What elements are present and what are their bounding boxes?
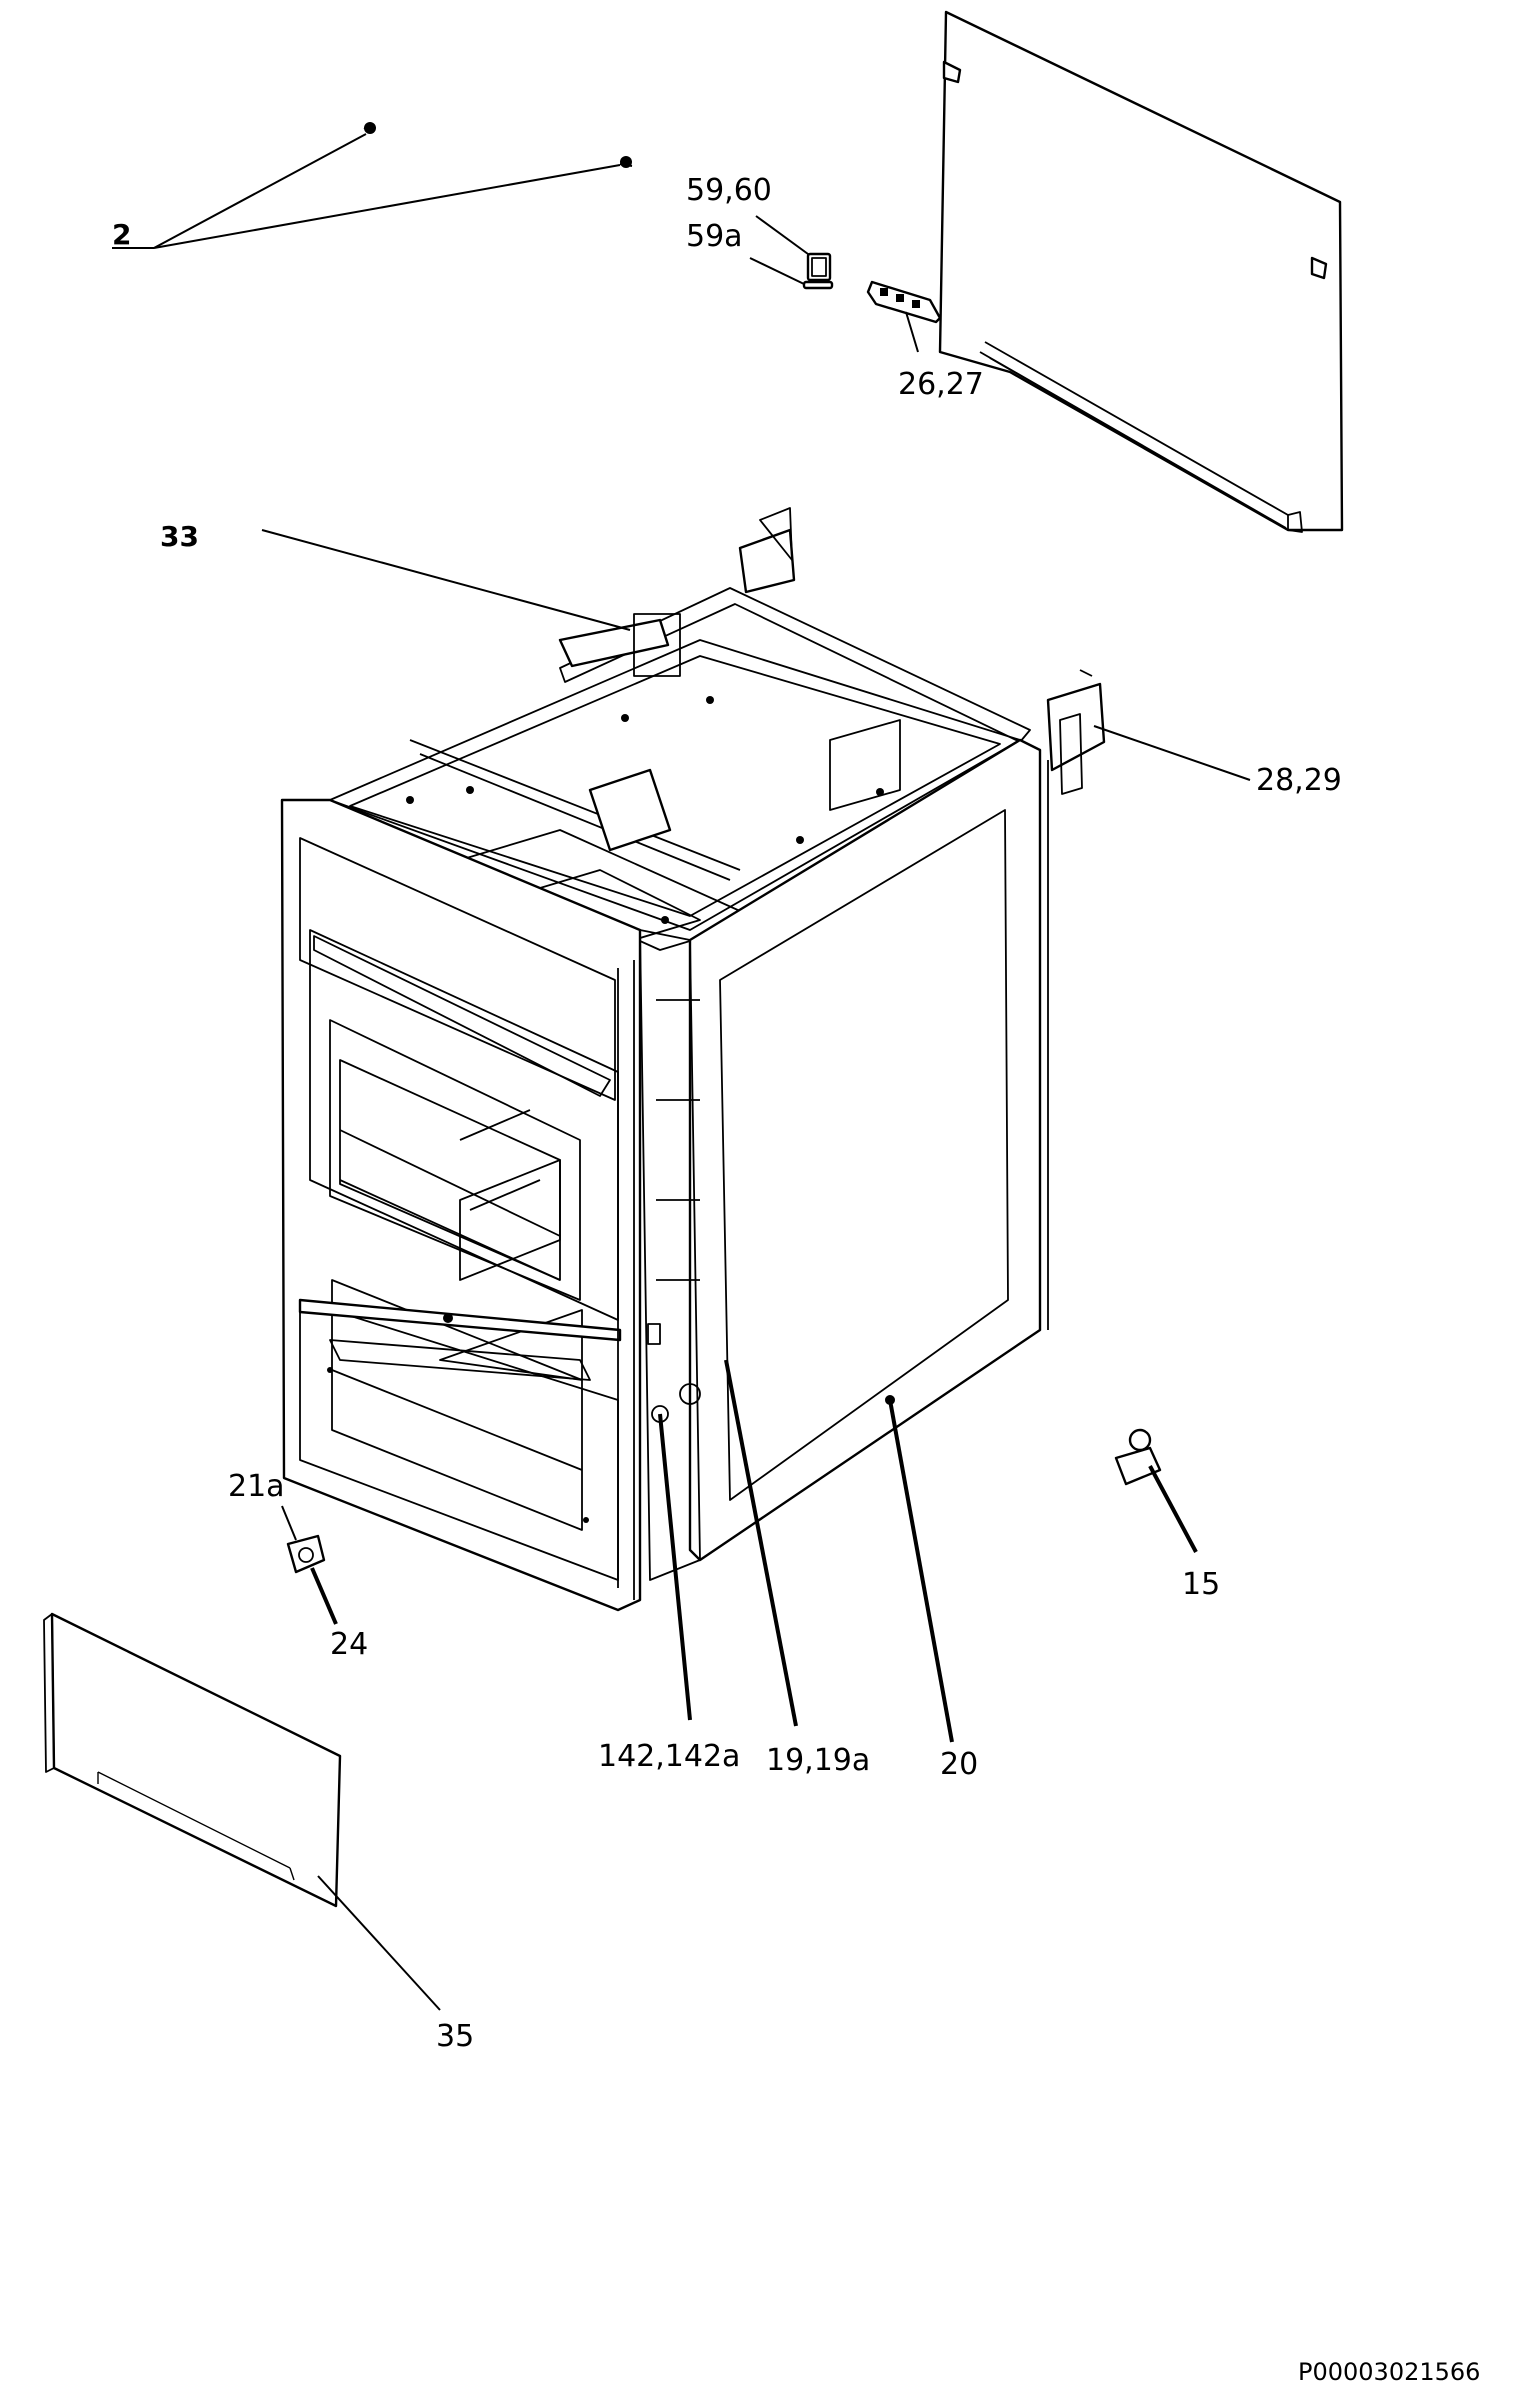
callout-labels: 2 59,60 59a 26,27 33 28,29 21a 24 15 142… (112, 173, 1342, 2054)
label-15: 15 (1182, 1567, 1220, 1602)
leader-lines (261, 529, 1251, 1743)
label-24: 24 (330, 1627, 368, 1662)
label-20: 20 (940, 1747, 978, 1782)
oven-housing (280, 507, 1106, 1612)
top-cover-panel (938, 10, 1344, 533)
small-parts-26-27 (866, 280, 942, 353)
label-35: 35 (436, 2019, 474, 2054)
label-26-27: 26,27 (898, 367, 984, 402)
label-33: 33 (160, 520, 199, 553)
part-21a-24 (281, 1505, 338, 1625)
label-19-19a: 19,19a (766, 1743, 870, 1778)
drawing-code: P00003021566 (1298, 2358, 1480, 2386)
label-21a: 21a (228, 1469, 285, 1504)
label-59a: 59a (686, 219, 743, 254)
screw-parts (363, 122, 633, 168)
part-35-panel (43, 1612, 441, 2011)
part-15 (1114, 1428, 1198, 1553)
small-parts-59-60 (749, 215, 834, 290)
leader-lines-2 (112, 133, 621, 249)
label-142-142a: 142,142a (598, 1739, 740, 1774)
label-28-29: 28,29 (1256, 763, 1342, 798)
label-2: 2 (112, 218, 131, 251)
label-59-60: 59,60 (686, 173, 772, 208)
